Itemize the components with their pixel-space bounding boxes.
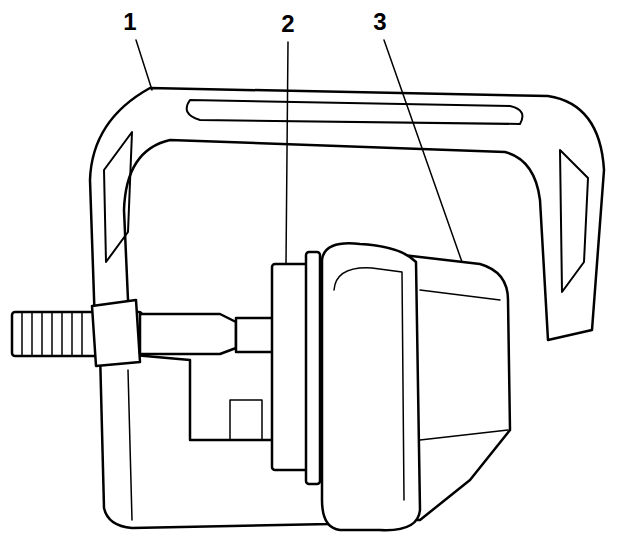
leader-lines [136,40,462,264]
caliper-face [322,243,420,530]
leader-line [136,40,152,90]
frame-slot [187,100,523,124]
callout-number: 2 [279,12,296,36]
callout-number: 1 [121,10,138,34]
callout-number: 3 [371,10,388,34]
leader-line [384,40,462,262]
frame-jaw [92,300,140,366]
plate-disc [306,252,320,484]
caliper-detail [420,290,508,440]
frame-cutout-right [560,150,588,292]
frame-cutout-left [104,132,132,262]
screw-tip [236,318,274,352]
leader-line [286,42,288,264]
base-edge [128,370,132,520]
compressor-plate [272,264,308,470]
caliper-face-edge [334,268,404,500]
screw-shank [140,314,236,354]
base-detail [230,400,262,440]
